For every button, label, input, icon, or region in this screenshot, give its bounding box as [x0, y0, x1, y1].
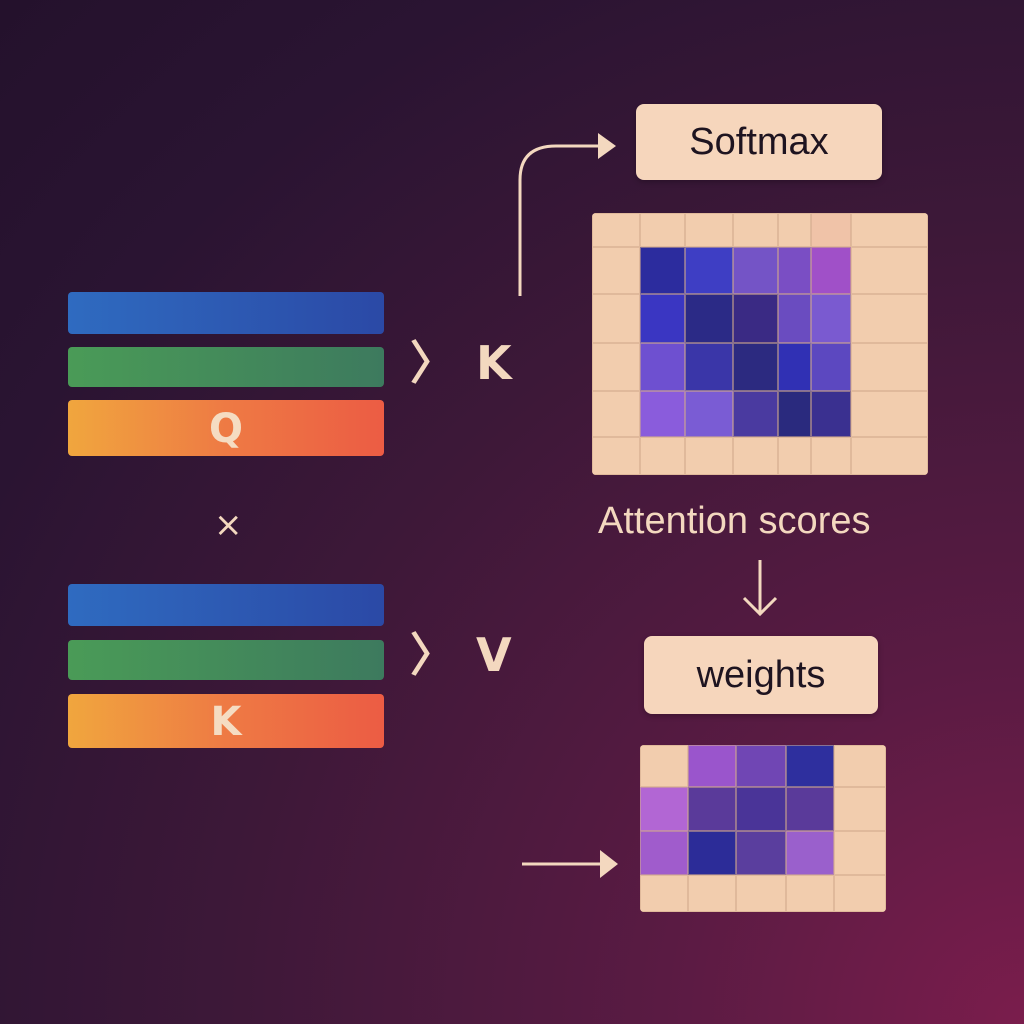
attention-score-cell	[685, 247, 733, 294]
softmax-box: Softmax	[636, 104, 882, 180]
k-stack-blue-bar	[68, 584, 384, 626]
weight-cell	[736, 787, 786, 831]
q-stack-orange-bar: Q	[68, 400, 384, 456]
attention-score-cell	[851, 343, 928, 391]
attention-score-cell	[733, 213, 778, 247]
attention-scores-grid	[592, 213, 928, 475]
attention-score-cell	[592, 391, 640, 437]
attention-scores-caption: Attention scores	[598, 500, 871, 542]
chevron-icon: 〉	[410, 628, 456, 682]
q-stack-green-bar	[68, 347, 384, 387]
attention-score-cell	[778, 391, 811, 437]
attention-score-cell	[640, 294, 685, 343]
curved-arrow-to-softmax	[518, 144, 600, 296]
chevron-icon: 〉	[410, 336, 456, 390]
q-stack-blue-bar	[68, 292, 384, 334]
k-stack-orange-bar: K	[68, 694, 384, 748]
weight-cell	[640, 875, 688, 912]
attention-score-cell	[685, 343, 733, 391]
weight-cell	[688, 787, 736, 831]
k-stack-green-bar	[68, 640, 384, 680]
weight-cell	[834, 831, 886, 875]
weight-cell	[736, 875, 786, 912]
attention-score-cell	[733, 343, 778, 391]
weight-cell	[786, 787, 834, 831]
attention-score-cell	[685, 294, 733, 343]
attention-score-cell	[778, 437, 811, 475]
weight-cell	[688, 745, 736, 787]
weight-cell	[688, 875, 736, 912]
attention-score-cell	[640, 343, 685, 391]
weight-cell	[640, 745, 688, 787]
attention-score-cell	[733, 391, 778, 437]
multiply-operator: ×	[214, 505, 243, 545]
weights-grid-arrowhead	[600, 850, 618, 878]
attention-score-cell	[778, 247, 811, 294]
attention-score-cell	[685, 391, 733, 437]
attention-score-cell	[733, 294, 778, 343]
weight-cell	[786, 875, 834, 912]
attention-score-cell	[685, 213, 733, 247]
attention-score-cell	[811, 213, 851, 247]
q-label: Q	[208, 406, 243, 452]
attention-score-cell	[811, 343, 851, 391]
weight-cell	[640, 831, 688, 875]
attention-score-cell	[733, 247, 778, 294]
weight-cell	[834, 745, 886, 787]
k-label: K	[210, 699, 242, 745]
attention-score-cell	[811, 437, 851, 475]
attention-score-cell	[851, 437, 928, 475]
softmax-label: Softmax	[689, 120, 829, 163]
attention-score-cell	[811, 294, 851, 343]
attention-score-cell	[811, 247, 851, 294]
weight-cell	[786, 745, 834, 787]
weight-cell	[688, 831, 736, 875]
weights-label: weights	[696, 653, 826, 696]
weight-cell	[736, 831, 786, 875]
attention-score-cell	[778, 213, 811, 247]
weight-cell	[640, 787, 688, 831]
attention-score-cell	[592, 294, 640, 343]
attention-score-cell	[851, 247, 928, 294]
down-arrow-to-weights	[742, 560, 778, 617]
weight-cell	[834, 875, 886, 912]
attention-score-cell	[592, 247, 640, 294]
attention-score-cell	[640, 213, 685, 247]
attention-score-cell	[851, 294, 928, 343]
attention-score-cell	[592, 213, 640, 247]
attention-score-cell	[640, 437, 685, 475]
weight-cell	[834, 787, 886, 831]
chevron-k-label: K	[476, 336, 512, 390]
attention-score-cell	[640, 391, 685, 437]
attention-score-cell	[851, 391, 928, 437]
weight-cell	[736, 745, 786, 787]
attention-score-cell	[778, 343, 811, 391]
attention-score-cell	[778, 294, 811, 343]
attention-score-cell	[640, 247, 685, 294]
attention-score-cell	[733, 437, 778, 475]
softmax-arrowhead	[598, 133, 616, 159]
weight-cell	[786, 831, 834, 875]
attention-score-cell	[592, 343, 640, 391]
attention-score-cell	[811, 391, 851, 437]
weights-box: weights	[644, 636, 878, 714]
attention-score-cell	[592, 437, 640, 475]
weights-grid	[640, 745, 886, 912]
attention-score-cell	[851, 213, 928, 247]
chevron-v-label: V	[476, 628, 512, 682]
attention-score-cell	[685, 437, 733, 475]
